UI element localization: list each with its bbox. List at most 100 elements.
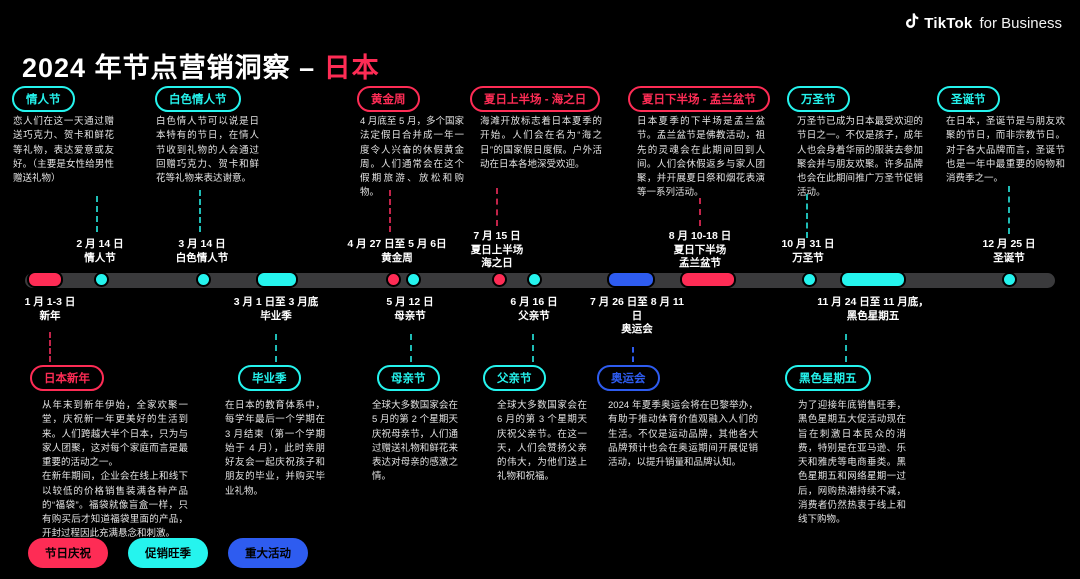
desc-obon: 日本夏季的下半场是孟兰盆节。孟兰盆节是佛教活动，祖先的灵魂会在此期间回到人间。人… xyxy=(637,116,765,199)
timeline-dot-mothers-day xyxy=(406,272,421,287)
date-line: 孟兰盆节 xyxy=(679,257,721,270)
connector-black-friday xyxy=(845,334,847,362)
date-line: 7 月 15 日 xyxy=(473,230,521,242)
badge-christmas: 圣诞节 xyxy=(937,86,1000,112)
date-line: 5 月 12 日 xyxy=(386,296,434,308)
date-line: 日 xyxy=(631,309,643,322)
date-line: 新年 xyxy=(39,309,61,322)
connector-valentines-day xyxy=(96,196,98,232)
tiktok-note-icon xyxy=(906,13,919,33)
date-valentines-day: 2 月 14 日 情人节 xyxy=(40,238,160,265)
connector-graduation-season xyxy=(275,334,277,362)
date-line: 黑色星期五 xyxy=(846,309,900,322)
date-line: 海之日 xyxy=(481,257,513,270)
badge-graduation-season: 毕业季 xyxy=(238,365,301,391)
badge-valentines-day: 情人节 xyxy=(12,86,75,112)
badge-new-year: 日本新年 xyxy=(30,365,104,391)
connector-christmas xyxy=(1008,186,1010,234)
connector-fathers-day xyxy=(532,334,534,362)
badge-white-day: 白色情人节 xyxy=(155,86,241,112)
date-line: 2 月 14 日 xyxy=(76,238,124,250)
connector-new-year xyxy=(49,332,51,362)
timeline-dot-valentines-day xyxy=(94,272,109,287)
timeline-dot-golden-week xyxy=(386,272,401,287)
date-line: 3 月 1 日至 3 月底 xyxy=(233,296,319,308)
desc-fathers-day: 全球大多数国家会在 6 月的第 3 个星期天庆祝父亲节。在这一天，人们会赞扬父亲… xyxy=(497,400,587,483)
legend-promo-season-pill: 促销旺季 xyxy=(128,538,208,568)
legend: 节日庆祝 促销旺季 重大活动 xyxy=(28,538,308,568)
timeline-segment-black-friday xyxy=(840,271,906,288)
desc-halloween: 万圣节已成为日本最受欢迎的节日之一。不仅是孩子，成年人也会身着华丽的服装去参加聚… xyxy=(797,116,923,199)
date-line: 毕业季 xyxy=(260,309,292,322)
timeline-dot-white-day xyxy=(196,272,211,287)
tiktok-for-business-label: for Business xyxy=(979,14,1062,32)
timeline-segment-olympics xyxy=(607,271,655,288)
desc-mothers-day: 全球大多数国家会在 5 月的第 2 个星期天庆祝母亲节，人们通过赠送礼物和鲜花来… xyxy=(372,400,458,483)
date-line: 6 月 16 日 xyxy=(510,296,558,308)
badge-olympics: 奥运会 xyxy=(597,365,660,391)
date-golden-week: 4 月 27 日至 5 月 6日 黄金周 xyxy=(322,238,472,265)
date-mothers-day: 5 月 12 日 母亲节 xyxy=(355,296,465,323)
date-line: 情人节 xyxy=(84,251,116,264)
date-obon: 8 月 10-18 日 夏日下半场 孟兰盆节 xyxy=(630,230,770,271)
date-new-year: 1 月 1-3 日 新年 xyxy=(0,296,110,323)
desc-white-day: 白色情人节可以说是日本特有的节日，在情人节收到礼物的人会通过回赠巧克力、贺卡和鲜… xyxy=(156,116,259,184)
date-line: 4 月 27 日至 5 月 6日 xyxy=(347,238,447,250)
tiktok-logo: TikTok for Business xyxy=(906,13,1062,33)
legend-major-event-pill: 重大活动 xyxy=(228,538,308,568)
date-line: 12 月 25 日 xyxy=(982,238,1036,250)
connector-sea-day xyxy=(496,188,498,226)
date-line: 奥运会 xyxy=(621,323,653,336)
date-line: 夏日上半场 xyxy=(470,243,524,256)
desc-black-friday: 为了迎接年底销售旺季，黑色星期五大促活动现在旨在刺激日本民众的消费，特别是在亚马… xyxy=(798,400,906,525)
date-line: 8 月 10-18 日 xyxy=(668,230,732,242)
date-christmas: 12 月 25 日 圣诞节 xyxy=(949,238,1069,265)
desc-golden-week: 4 月底至 5 月，多个国家法定假日合并成一年一度令人兴奋的休假黄金周。人们通常… xyxy=(360,116,464,199)
page-title: 2024 年节点营销洞察 – 日本 xyxy=(22,46,380,85)
date-line: 1 月 1-3 日 xyxy=(24,296,76,308)
badge-fathers-day: 父亲节 xyxy=(483,365,546,391)
timeline-segment-graduation-season xyxy=(256,271,298,288)
badge-sea-day: 夏日上半场 - 海之日 xyxy=(470,86,601,112)
date-sea-day: 7 月 15 日 夏日上半场 海之日 xyxy=(437,230,557,271)
timeline-segment-obon xyxy=(680,271,736,288)
timeline-segment-new-year xyxy=(27,271,63,288)
badge-obon: 夏日下半场 - 孟兰盆节 xyxy=(628,86,770,112)
date-fathers-day: 6 月 16 日 父亲节 xyxy=(479,296,589,323)
date-graduation-season: 3 月 1 日至 3 月底 毕业季 xyxy=(201,296,351,323)
timeline-dot-sea-day xyxy=(492,272,507,287)
date-line: 3 月 14 日 xyxy=(178,238,226,250)
desc-new-year: 从年末到新年伊始，全家欢聚一堂，庆祝新一年更美好的生活到来。人们跨越大半个日本，… xyxy=(42,400,188,540)
connector-white-day xyxy=(199,190,201,232)
date-line: 母亲节 xyxy=(394,309,426,322)
desc-valentines-day: 恋人们在这一天通过赠送巧克力、贺卡和鲜花等礼物，表达爱意或友好。（主要是女性给男… xyxy=(13,116,114,184)
timeline-dot-christmas xyxy=(1002,272,1017,287)
desc-christmas: 在日本，圣诞节是与朋友欢聚的节日，而非宗教节日。对于各大品牌而言，圣诞节也是一年… xyxy=(946,116,1065,184)
date-line: 圣诞节 xyxy=(993,251,1025,264)
page-title-accent: 日本 xyxy=(323,53,380,84)
connector-halloween xyxy=(806,194,808,238)
badge-mothers-day: 母亲节 xyxy=(377,365,440,391)
date-white-day: 3 月 14 日 白色情人节 xyxy=(132,238,272,265)
desc-graduation-season: 在日本的教育体系中，每学年最后一个学期在 3 月结束（第一个学期始于 4 月），… xyxy=(225,400,325,497)
date-line: 万圣节 xyxy=(792,251,824,264)
legend-festival-pill: 节日庆祝 xyxy=(28,538,108,568)
date-black-friday: 11 月 24 日至 11 月底， 黑色星期五 xyxy=(788,296,958,323)
date-line: 10 月 31 日 xyxy=(781,238,835,250)
badge-golden-week: 黄金周 xyxy=(357,86,420,112)
badge-halloween: 万圣节 xyxy=(787,86,850,112)
desc-olympics: 2024 年夏季奥运会将在巴黎举办，有助于推动体育价值观融入人们的生活。不仅是运… xyxy=(608,400,758,468)
date-halloween: 10 月 31 日 万圣节 xyxy=(748,238,868,265)
date-line: 11 月 24 日至 11 月底， xyxy=(817,296,929,308)
page-title-main: 2024 年节点营销洞察 – xyxy=(22,53,316,84)
date-line: 夏日下半场 xyxy=(673,243,727,256)
tiktok-wordmark: TikTok xyxy=(924,14,973,32)
connector-mothers-day xyxy=(410,334,412,362)
date-olympics: 7 月 26 日至 8 月 11 日 奥运会 xyxy=(557,296,717,337)
timeline-dot-fathers-day xyxy=(527,272,542,287)
date-line: 黄金周 xyxy=(381,251,413,264)
date-line: 7 月 26 日至 8 月 11 xyxy=(590,296,684,308)
connector-obon xyxy=(699,198,701,226)
connector-golden-week xyxy=(389,190,391,232)
